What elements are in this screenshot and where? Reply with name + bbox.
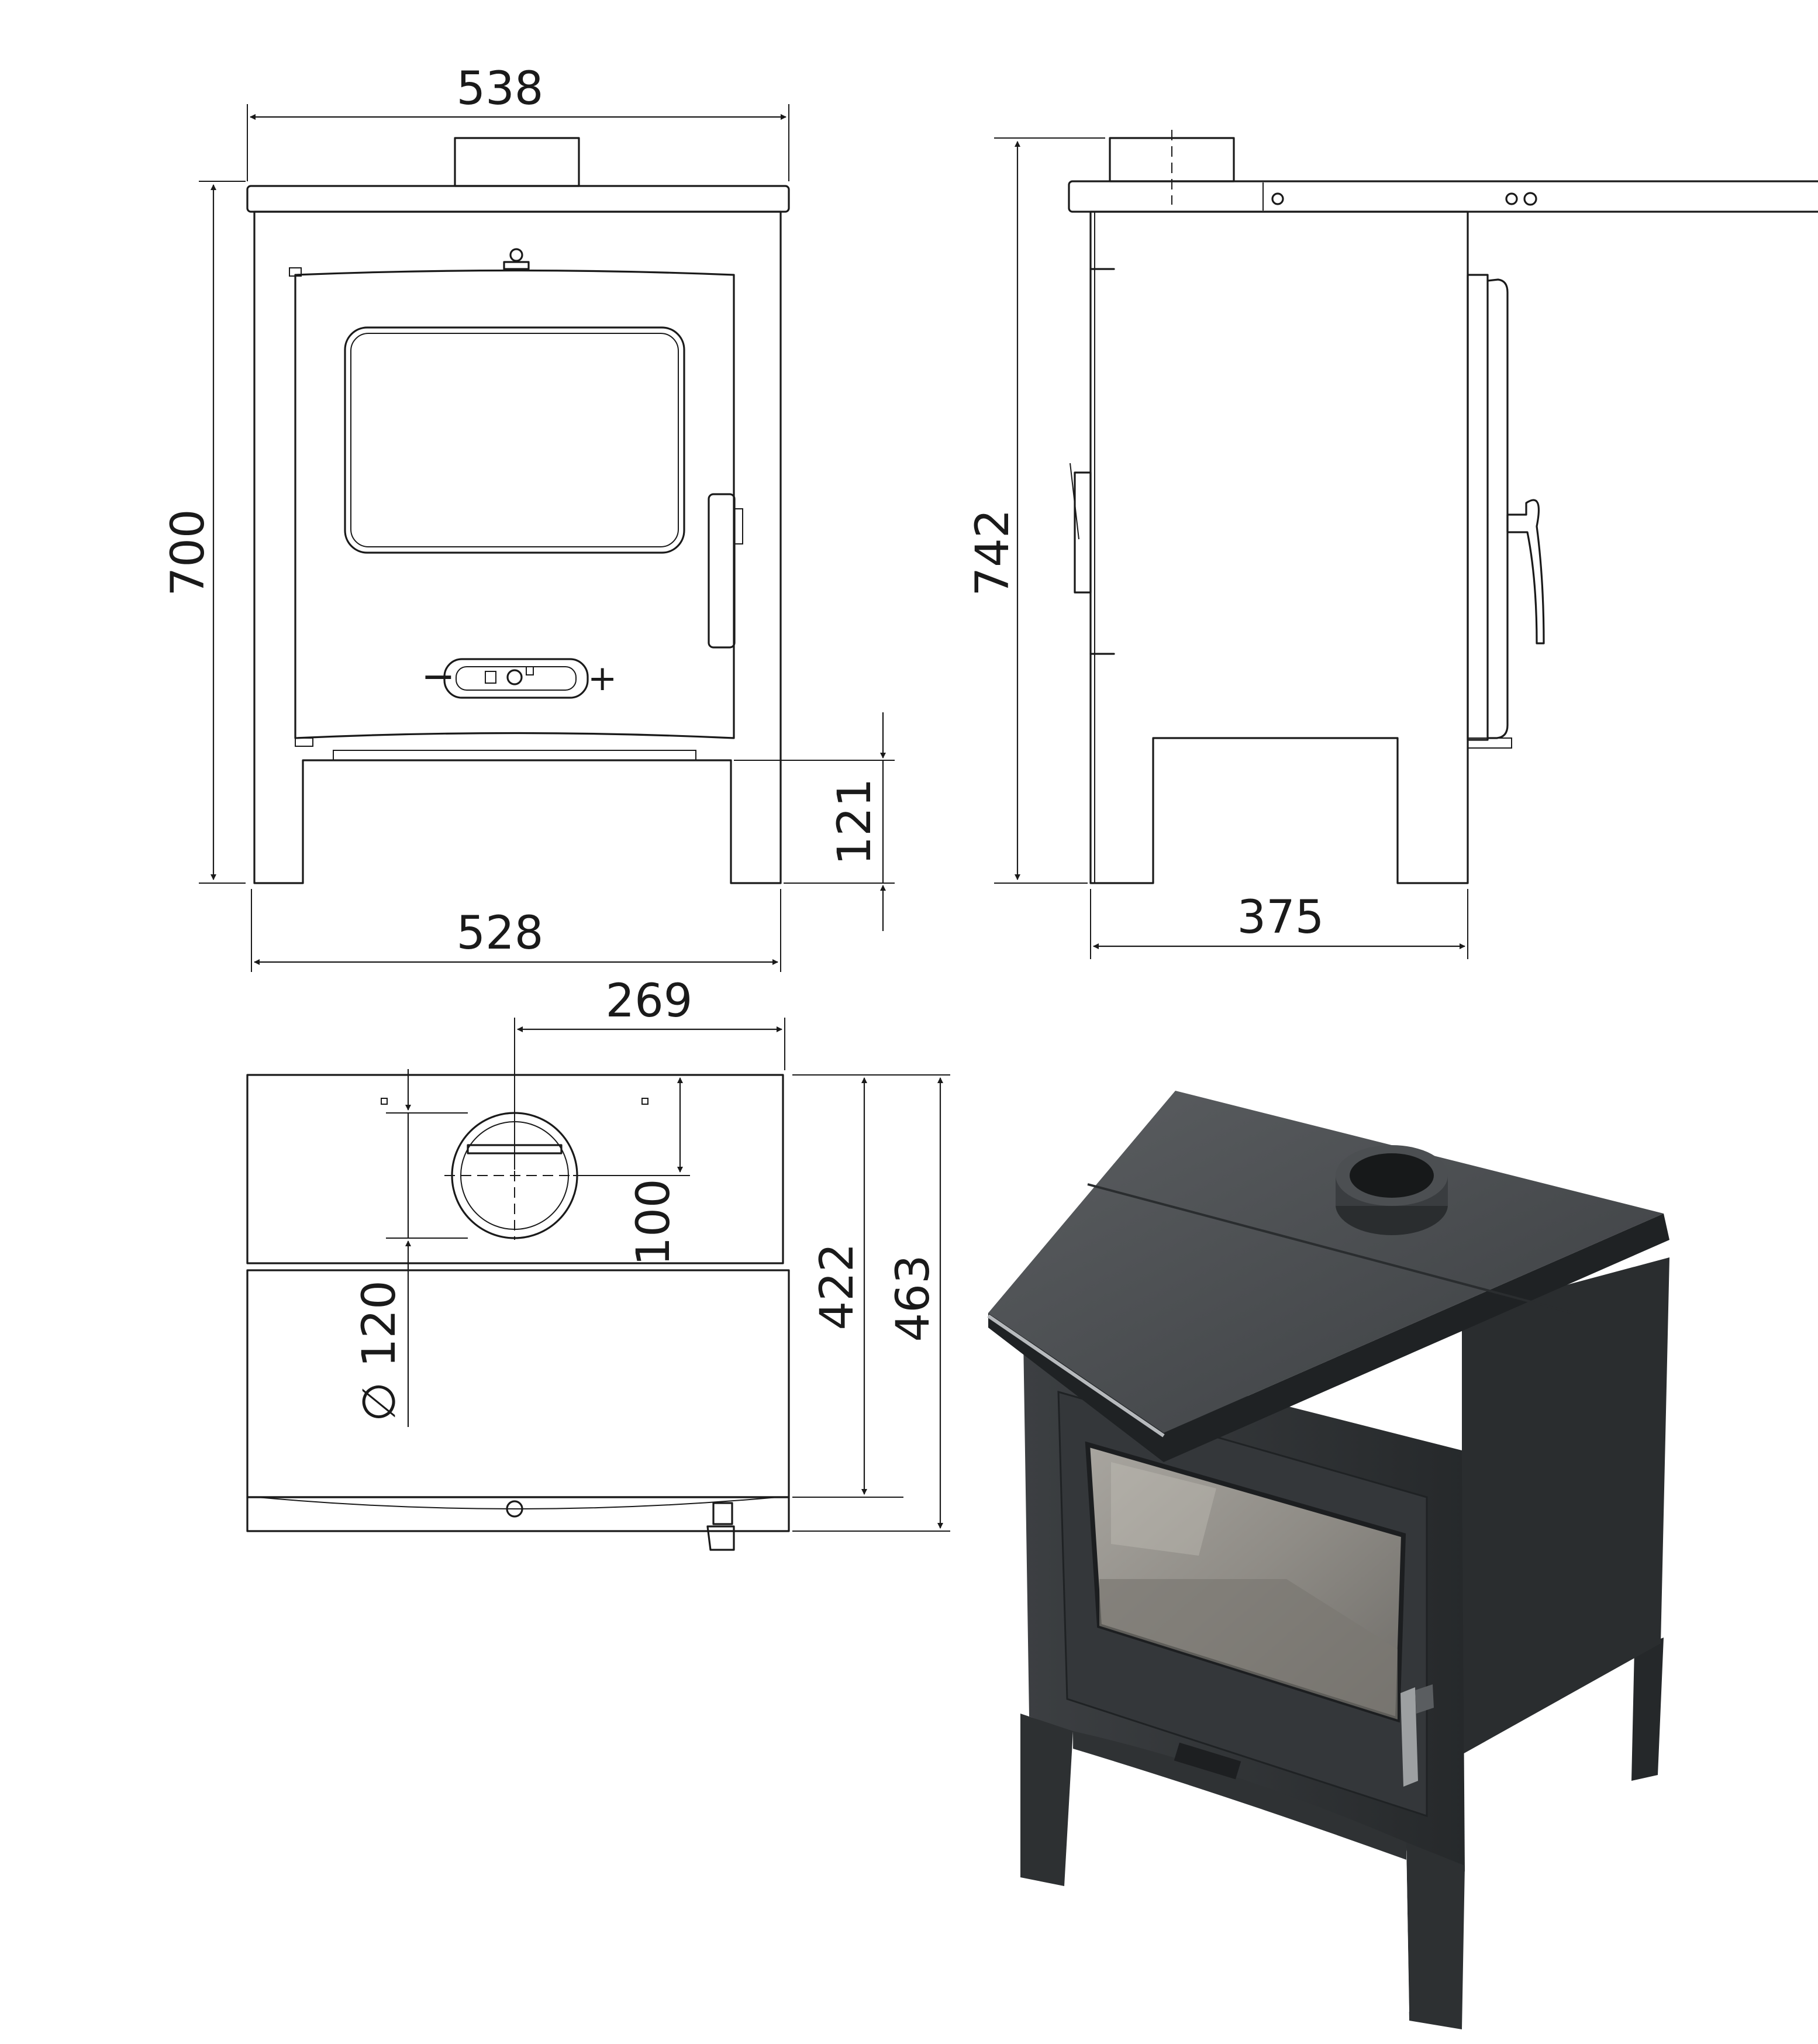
- dim-leg-height-label: 121: [829, 778, 881, 866]
- dim-width-bottom-label: 528: [457, 907, 544, 960]
- stove-3d-render: [987, 1091, 1669, 2029]
- render-side-panel: [1462, 1257, 1669, 1755]
- dim-overall-depth: 463: [792, 1074, 950, 1532]
- door-handle: [708, 493, 736, 649]
- rear-air-control: [1074, 471, 1092, 594]
- dim-height-side: 742: [967, 137, 1105, 884]
- front-flue-collar: [454, 137, 580, 187]
- air-control: [443, 658, 589, 699]
- dim-height-side-label: 742: [967, 509, 1019, 597]
- side-flue-collar: [1109, 137, 1235, 182]
- air-control-plus-label: +: [588, 658, 617, 699]
- side-door-handle: [1506, 499, 1545, 644]
- dim-width-bottom: 528: [251, 889, 781, 972]
- render-leg-front-left: [1020, 1714, 1073, 1886]
- dim-depth-side-label: 375: [1237, 891, 1324, 944]
- side-door-edge: [1467, 274, 1489, 741]
- dim-flue-diameter: ∅ 120: [353, 1069, 468, 1427]
- render-leg-rear-right: [1631, 1638, 1664, 1781]
- top-handle: [706, 1502, 735, 1551]
- front-door: [294, 269, 735, 739]
- dim-height-front-label: 700: [162, 509, 215, 597]
- front-body-outline: [253, 211, 782, 884]
- dim-flue-center-label: 100: [627, 1179, 680, 1266]
- top-knob-icon: [503, 248, 530, 270]
- dim-width-top-label: 538: [457, 63, 544, 115]
- front-glass-window: [344, 326, 685, 554]
- dim-flue-center: 100: [573, 1077, 690, 1266]
- side-body-outline: [1089, 211, 1469, 884]
- dim-body-depth-label: 422: [811, 1243, 864, 1331]
- dim-width-top: 538: [247, 63, 789, 181]
- render-air-control: [1174, 1742, 1241, 1780]
- render-leg-front-right: [1406, 1842, 1465, 2029]
- dim-flue-offset-label: 269: [606, 975, 693, 1028]
- side-view: 742 375: [967, 130, 1818, 959]
- air-control-minus-label: −: [421, 652, 456, 700]
- front-view: − + 538 700 528: [162, 63, 895, 972]
- side-top-plate: [1068, 180, 1818, 213]
- top-view: 269 100 ∅ 120 422 463: [246, 975, 950, 1551]
- dim-flue-diameter-label: ∅ 120: [353, 1280, 406, 1422]
- dim-overall-depth-label: 463: [887, 1255, 940, 1342]
- render-flue-collar: [1336, 1145, 1448, 1235]
- render-handle: [1400, 1687, 1418, 1787]
- dim-height-front: 700: [162, 181, 246, 884]
- top-body-front: [246, 1269, 790, 1498]
- dim-flue-offset: 269: [514, 975, 785, 1170]
- dim-leg-height: 121: [734, 712, 895, 931]
- dim-depth-side: 375: [1090, 889, 1468, 959]
- dim-body-depth: 422: [792, 1074, 903, 1498]
- front-top-plate: [246, 185, 790, 213]
- render-top-plate: [988, 1091, 1664, 1433]
